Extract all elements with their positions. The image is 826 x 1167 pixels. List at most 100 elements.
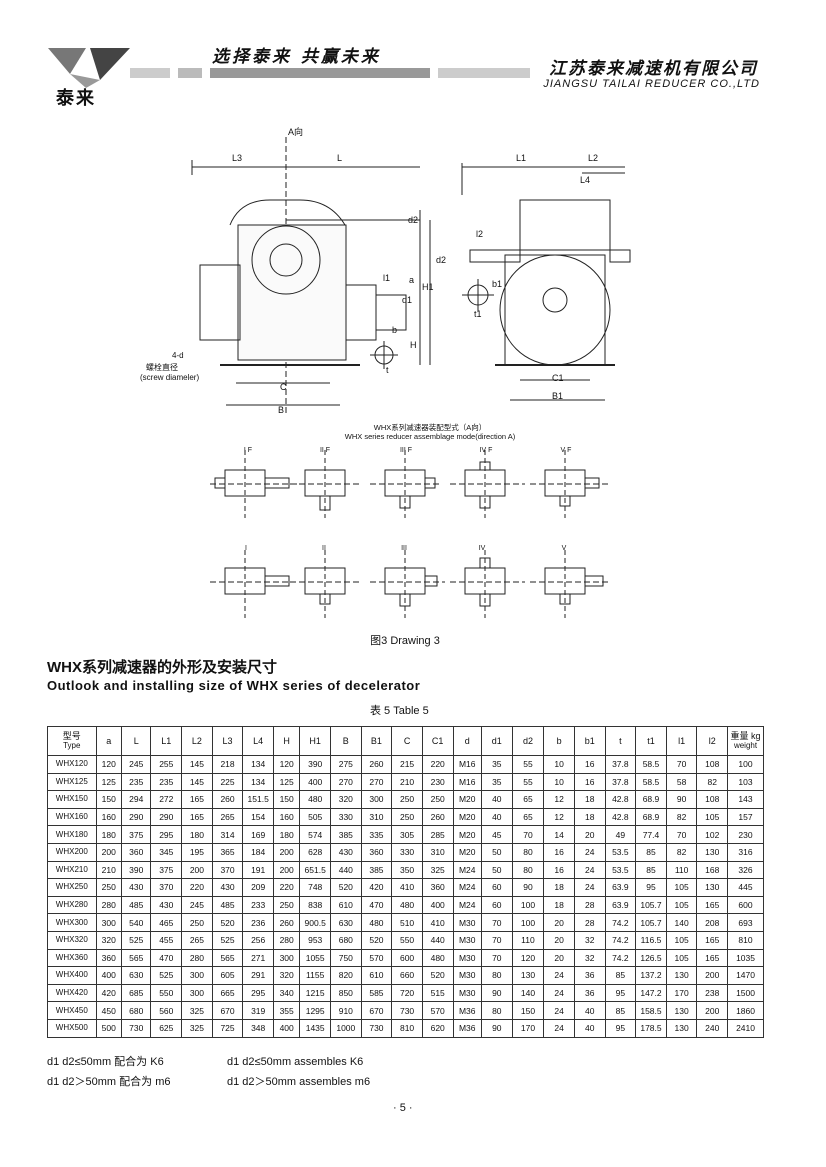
- value-cell: M30: [452, 966, 482, 985]
- value-cell: 134: [242, 772, 274, 792]
- value-cell: 24: [543, 983, 575, 1003]
- value-cell: 520: [330, 878, 362, 897]
- value-cell: M20: [452, 790, 482, 809]
- value-cell: 24: [543, 1001, 575, 1020]
- column-header: B1: [360, 726, 393, 756]
- value-cell: 74.2: [604, 948, 637, 968]
- value-cell: 215: [391, 755, 423, 774]
- value-cell: 14: [543, 825, 575, 844]
- value-cell: 120: [95, 755, 122, 774]
- value-cell: 390: [299, 755, 331, 774]
- value-cell: 16: [543, 842, 575, 862]
- value-cell: 80: [511, 842, 545, 862]
- value-cell: 470: [360, 895, 393, 915]
- value-cell: 360: [95, 948, 122, 968]
- value-cell: 80: [481, 966, 513, 985]
- column-header-label: b: [556, 736, 562, 746]
- value-cell: 16: [543, 860, 575, 880]
- value-cell: 485: [120, 895, 152, 915]
- value-cell: 630: [330, 913, 362, 932]
- column-header-label: H1: [309, 736, 321, 746]
- value-cell: 1500: [727, 983, 764, 1003]
- value-cell: 95: [604, 1018, 637, 1038]
- value-cell: 105.7: [635, 913, 667, 932]
- value-cell: 810: [391, 1018, 423, 1038]
- value-cell: 105: [665, 930, 698, 950]
- mode-label: IV: [479, 545, 486, 552]
- model-cell: WHX200: [47, 842, 97, 862]
- value-cell: 236: [242, 913, 274, 932]
- value-cell: 58: [665, 772, 698, 792]
- value-cell: 80: [481, 1001, 513, 1020]
- value-cell: 720: [391, 983, 423, 1003]
- value-cell: 32: [573, 948, 606, 968]
- column-header-label: t: [619, 736, 622, 746]
- note-en: d1 d2≤50mm assembles K6: [227, 1056, 364, 1068]
- value-cell: 330: [330, 807, 362, 827]
- value-cell: 748: [299, 878, 331, 897]
- value-cell: M36: [452, 1018, 482, 1038]
- value-cell: 294: [120, 790, 152, 809]
- value-cell: 1295: [299, 1001, 331, 1020]
- column-header: L1: [150, 726, 183, 756]
- value-cell: 560: [150, 1001, 183, 1020]
- drawing-label: C: [280, 382, 287, 392]
- value-cell: 625: [150, 1018, 183, 1038]
- value-cell: 74.2: [604, 930, 637, 950]
- column-header-label: C1: [431, 736, 444, 746]
- drawing-label: H1: [422, 282, 434, 292]
- column-header: C: [391, 726, 423, 756]
- value-cell: 430: [330, 842, 362, 862]
- value-cell: 730: [360, 1018, 393, 1038]
- value-cell: 160: [272, 807, 301, 827]
- value-cell: M20: [452, 842, 482, 862]
- column-header-label: L1: [161, 736, 172, 746]
- value-cell: 525: [120, 930, 152, 950]
- value-cell: 910: [330, 1001, 362, 1020]
- value-cell: 370: [211, 860, 244, 880]
- value-cell: 100: [511, 913, 545, 932]
- mode-label: V: [562, 545, 567, 552]
- value-cell: 450: [95, 1001, 122, 1020]
- value-cell: 550: [150, 983, 183, 1003]
- bolt-note: (screw diameler): [140, 373, 199, 382]
- value-cell: 250: [421, 790, 454, 809]
- value-cell: 220: [181, 878, 213, 897]
- value-cell: 70: [665, 825, 698, 844]
- value-cell: 430: [150, 895, 183, 915]
- value-cell: 210: [391, 772, 423, 792]
- value-cell: 1000: [330, 1018, 362, 1038]
- value-cell: 574: [299, 825, 331, 844]
- column-header-label: H: [283, 736, 290, 746]
- value-cell: 953: [299, 930, 331, 950]
- value-cell: 28: [573, 913, 606, 932]
- reducer-outline-drawing: A向 L3 L L1 L2 L4 l2 d2 d2 H1 a l1 d1 H b…: [140, 126, 631, 415]
- value-cell: M30: [452, 983, 482, 1003]
- value-cell: 102: [696, 825, 729, 844]
- bolt-note: 螺栓直径: [146, 362, 178, 372]
- value-cell: 280: [272, 930, 301, 950]
- value-cell: 40: [573, 1018, 606, 1038]
- value-cell: 300: [181, 966, 213, 985]
- value-cell: 230: [421, 772, 454, 792]
- value-cell: 108: [696, 755, 729, 774]
- value-cell: 305: [391, 825, 423, 844]
- value-cell: 53.5: [604, 842, 637, 862]
- value-cell: 660: [391, 966, 423, 985]
- value-cell: 250: [272, 895, 301, 915]
- value-cell: 10: [543, 755, 575, 774]
- value-cell: 820: [330, 966, 362, 985]
- column-header-label: L2: [191, 736, 202, 746]
- value-cell: 24: [573, 842, 606, 862]
- value-cell: 693: [727, 913, 764, 932]
- value-cell: 300: [95, 913, 122, 932]
- value-cell: 348: [242, 1018, 274, 1038]
- value-cell: 385: [330, 825, 362, 844]
- value-cell: 680: [330, 930, 362, 950]
- column-header-label: 重量 kg: [730, 731, 761, 741]
- value-cell: 36: [573, 983, 606, 1003]
